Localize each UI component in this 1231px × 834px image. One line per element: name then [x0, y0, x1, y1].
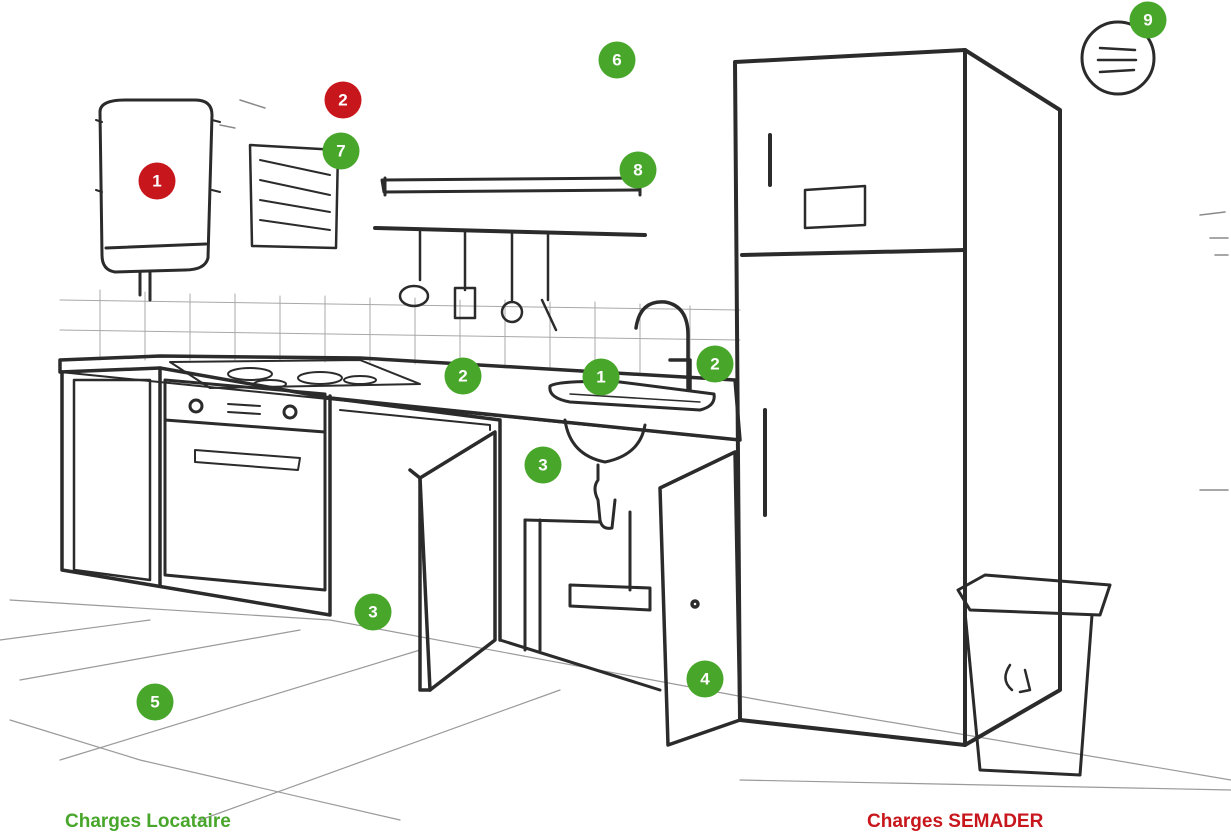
marker-vent-grille[interactable]: 7: [323, 133, 360, 170]
marker-ceiling[interactable]: 6: [599, 42, 636, 79]
utensils: [400, 230, 556, 330]
wall-strokes: [220, 100, 1228, 490]
marker-water-heater[interactable]: 1: [139, 163, 176, 200]
marker-countertop[interactable]: 2: [445, 358, 482, 395]
marker-cabinet-door[interactable]: 3: [355, 594, 392, 631]
marker-floor[interactable]: 5: [137, 684, 174, 721]
water-heater-drawing: [96, 100, 220, 300]
marker-sink-drain[interactable]: 3: [525, 447, 562, 484]
utensil-rail: [375, 228, 645, 235]
floor-lines: [0, 600, 1231, 820]
marker-sink[interactable]: 1: [583, 359, 620, 396]
open-cabinet-right: [660, 452, 740, 745]
shelf-drawing: [382, 176, 640, 195]
legend-tenant-charges: Charges Locataire: [65, 810, 231, 834]
marker-cabinet-open-door[interactable]: 4: [687, 661, 724, 698]
marker-shelf[interactable]: 8: [620, 152, 657, 189]
legend-semader-charges: Charges SEMADER: [867, 810, 1043, 834]
open-cabinet-left: [410, 432, 495, 690]
marker-wall-vent[interactable]: 2: [325, 82, 362, 119]
fridge-drawing: [735, 50, 1060, 745]
oven-drawing: [165, 380, 325, 590]
recycling-bin-drawing: [958, 575, 1110, 775]
marker-faucet[interactable]: 2: [697, 346, 734, 383]
marker-wall-clock[interactable]: 9: [1130, 2, 1167, 39]
